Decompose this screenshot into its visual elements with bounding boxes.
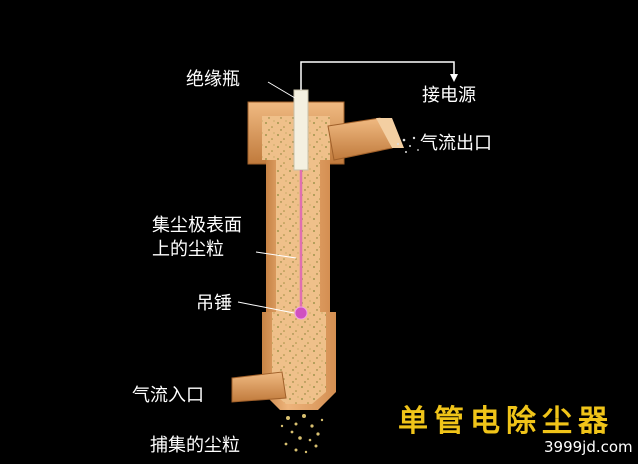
label-collector-particles-1: 集尘极表面	[152, 215, 242, 236]
power-wire	[300, 61, 455, 90]
inlet-pipe	[231, 371, 287, 403]
label-captured-particles: 捕集的尘粒	[150, 435, 240, 456]
label-insulator-bottle: 绝缘瓶	[186, 69, 240, 90]
leader-weight	[237, 301, 295, 314]
leader-insulator	[267, 81, 296, 99]
outlet-gas-puffs	[396, 136, 419, 153]
insulator-bottle-shape	[293, 89, 309, 171]
label-power-connection: 接电源	[422, 85, 476, 106]
main-tube	[266, 160, 330, 312]
label-hanging-weight: 吊锤	[196, 293, 232, 314]
leader-collector	[255, 251, 297, 259]
diagram-title: 单管电除尘器	[398, 404, 614, 439]
falling-dust	[280, 414, 324, 454]
label-gas-inlet: 气流入口	[132, 385, 204, 406]
watermark: 3999jd.com	[544, 438, 633, 456]
label-gas-outlet: 气流出口	[420, 133, 492, 154]
hanging-weight-shape	[294, 306, 308, 320]
power-arrow	[450, 74, 458, 82]
label-collector-particles-2: 上的尘粒	[152, 239, 224, 260]
outlet-pipe	[327, 117, 404, 161]
